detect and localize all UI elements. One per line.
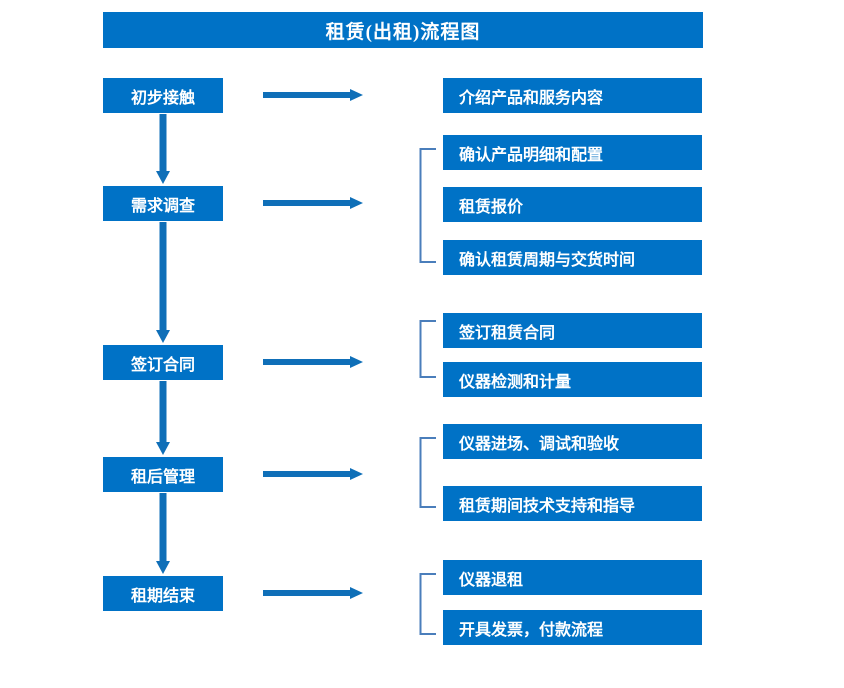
detail-box: 介绍产品和服务内容 <box>443 78 702 113</box>
stage-box-label: 租后管理 <box>130 468 195 486</box>
detail-box: 仪器退租 <box>443 560 702 595</box>
bracket-group-contract <box>419 320 437 378</box>
stage-box: 租后管理 <box>103 457 223 492</box>
detail-box-label: 租赁报价 <box>459 198 524 216</box>
arrow-stage3-to-stage4-icon <box>155 381 171 455</box>
detail-box-label: 仪器检测和计量 <box>459 373 572 391</box>
detail-box-label: 开具发票，付款流程 <box>459 621 604 639</box>
detail-box-label: 签订租赁合同 <box>459 324 556 342</box>
detail-box-label: 仪器退租 <box>459 571 524 589</box>
stage-box: 初步接触 <box>103 78 223 113</box>
arrow-stage1-to-details-icon <box>263 88 363 102</box>
arrow-stage4-to-stage5-icon <box>155 493 171 574</box>
arrow-stage3-to-details-icon <box>263 355 363 369</box>
arrow-stage4-to-details-icon <box>263 467 363 481</box>
arrow-stage2-to-details-icon <box>263 196 363 210</box>
bracket-group-needs <box>419 148 437 263</box>
stage-box-label: 签订合同 <box>130 356 195 374</box>
detail-box-label: 租赁期间技术支持和指导 <box>459 497 636 515</box>
detail-box: 确认产品明细和配置 <box>443 135 702 170</box>
bracket-group-end <box>419 573 437 635</box>
detail-box: 租赁期间技术支持和指导 <box>443 486 702 521</box>
detail-box: 确认租赁周期与交货时间 <box>443 240 702 275</box>
stage-box-label: 初步接触 <box>130 89 195 107</box>
detail-box: 签订租赁合同 <box>443 313 702 348</box>
detail-box: 仪器进场、调试和验收 <box>443 424 702 459</box>
stage-box: 需求调查 <box>103 186 223 221</box>
stage-box-label: 需求调查 <box>130 197 195 215</box>
arrow-stage1-to-stage2-icon <box>155 114 171 184</box>
detail-box: 租赁报价 <box>443 187 702 222</box>
detail-box-label: 确认租赁周期与交货时间 <box>459 251 636 269</box>
stage-box: 签订合同 <box>103 345 223 380</box>
detail-box: 开具发票，付款流程 <box>443 610 702 645</box>
stage-box: 租期结束 <box>103 576 223 611</box>
detail-box-label: 介绍产品和服务内容 <box>459 89 604 107</box>
detail-box: 仪器检测和计量 <box>443 362 702 397</box>
detail-box-label: 确认产品明细和配置 <box>459 146 604 164</box>
page-title: 租赁(出租)流程图 <box>103 12 703 48</box>
bracket-group-aftercare <box>419 437 437 508</box>
stage-box-label: 租期结束 <box>130 587 195 605</box>
arrow-stage2-to-stage3-icon <box>155 222 171 343</box>
detail-box-label: 仪器进场、调试和验收 <box>459 435 620 453</box>
arrow-stage5-to-details-icon <box>263 586 363 600</box>
